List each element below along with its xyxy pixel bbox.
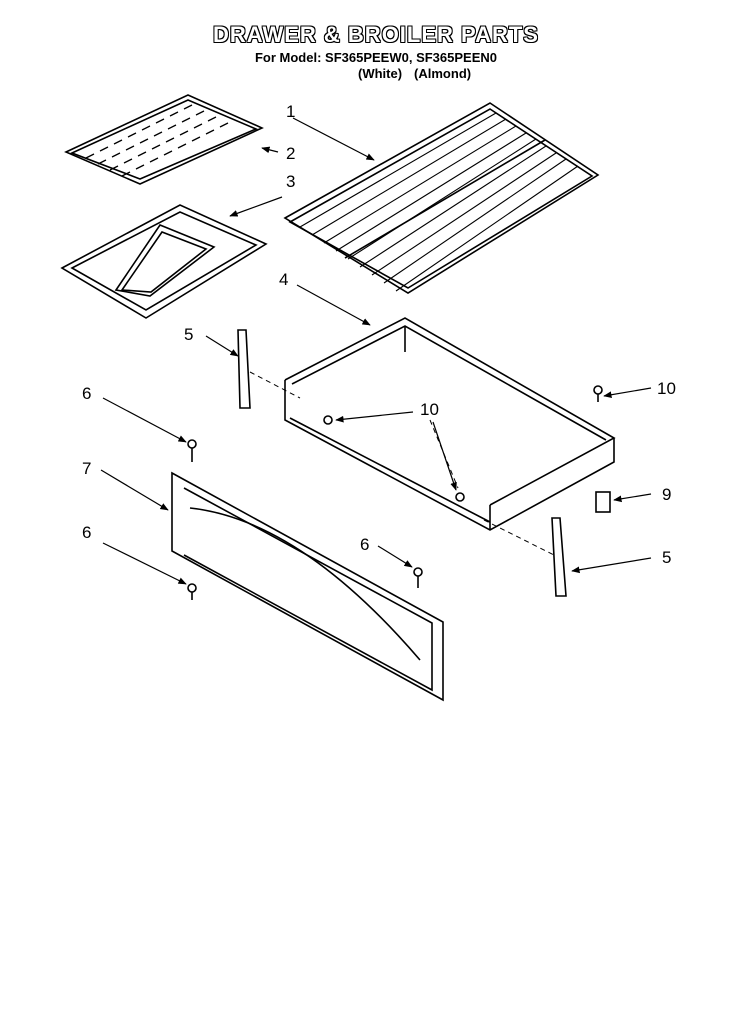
callout-6-top: 6	[82, 384, 91, 403]
drawer-body	[284, 317, 616, 531]
callout-5-right: 5	[662, 548, 671, 567]
leader-lines	[100, 117, 652, 585]
alignment-lines	[249, 371, 557, 557]
callout-3: 3	[286, 172, 295, 191]
diagram-title: DRAWER & BROILER PARTS	[213, 22, 539, 47]
callout-7: 7	[82, 459, 91, 478]
broiler-grid	[64, 94, 264, 185]
callout-5-left: 5	[184, 325, 193, 344]
callout-2: 2	[286, 144, 295, 163]
model-line: For Model: SF365PEEW0, SF365PEEN0	[254, 50, 498, 65]
callout-10-right: 10	[657, 379, 676, 398]
drawer-slides	[237, 329, 567, 597]
callout-10-center: 10	[420, 400, 439, 419]
fasteners	[187, 385, 611, 600]
callout-6-right: 6	[360, 535, 369, 554]
color-variants: (White) (Almond)	[358, 66, 483, 81]
variant-almond: (Almond)	[414, 66, 472, 81]
drawer-front-panel	[171, 471, 444, 702]
callout-6-bottom: 6	[82, 523, 91, 542]
callout-4: 4	[279, 270, 288, 289]
callout-9: 9	[662, 485, 671, 504]
callout-labels: 1 2 3 4 5 6 7 6 10 10 9 6 5	[82, 102, 676, 567]
variant-white: (White)	[358, 66, 403, 81]
broiler-pan	[60, 204, 268, 319]
callout-1: 1	[286, 102, 295, 121]
oven-rack	[283, 102, 600, 294]
